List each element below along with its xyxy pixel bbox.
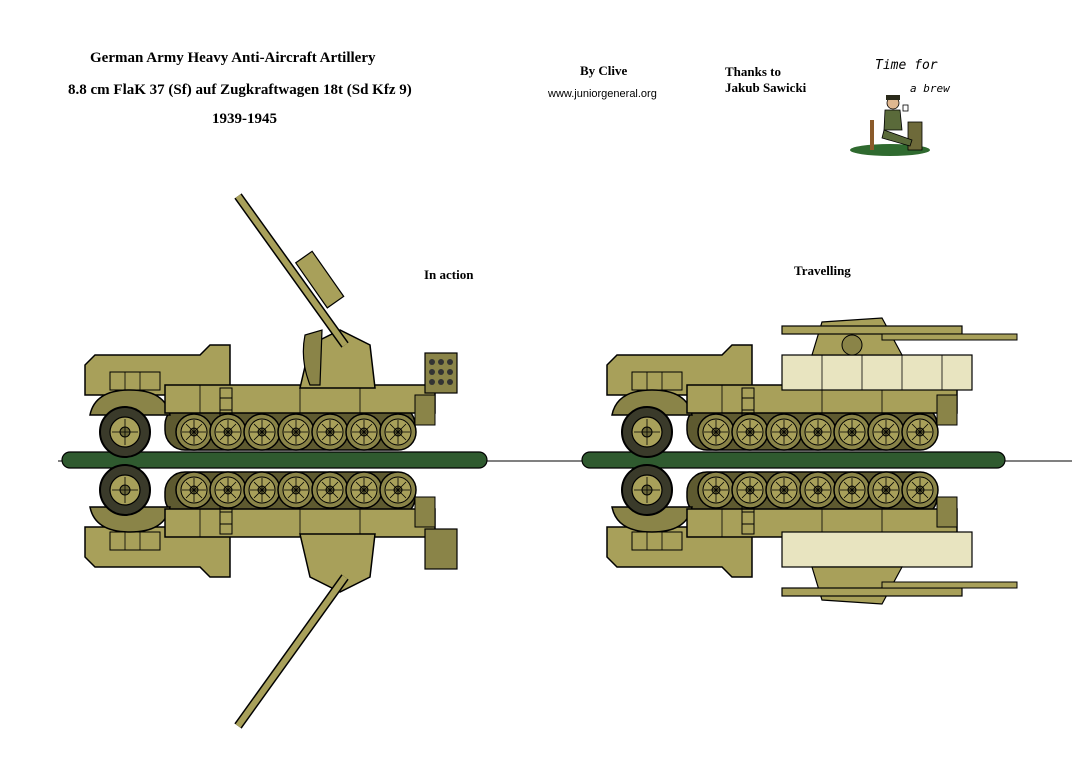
title-years: 1939-1945 [212, 111, 277, 127]
travelling-label: Travelling [794, 263, 851, 278]
in-action-label: In action [424, 267, 474, 282]
flak-halftrack-in-action-mirror [85, 465, 458, 729]
title-line-2: 8.8 cm FlaK 37 (Sf) auf Zugkraftwagen 18… [68, 82, 412, 98]
soldier-with-mug-icon [850, 95, 930, 156]
flak-halftrack-in-action-icon [85, 193, 458, 457]
title-line-1: German Army Heavy Anti-Aircraft Artiller… [90, 50, 376, 66]
flak-halftrack-travelling-mirror [607, 465, 1018, 605]
right-base-stand [581, 451, 1006, 469]
brew-text-line-2: a brew [910, 82, 950, 95]
flak-halftrack-travelling-icon [607, 317, 1018, 457]
author-credit: By Clive [580, 63, 628, 78]
brew-text-line-1: Time for [875, 58, 938, 73]
thanks-line-2: Jakub Sawicki [725, 80, 807, 95]
thanks-line-1: Thanks to [725, 64, 781, 79]
left-base-stand [61, 451, 488, 469]
website-link[interactable]: www.juniorgeneral.org [548, 88, 657, 100]
